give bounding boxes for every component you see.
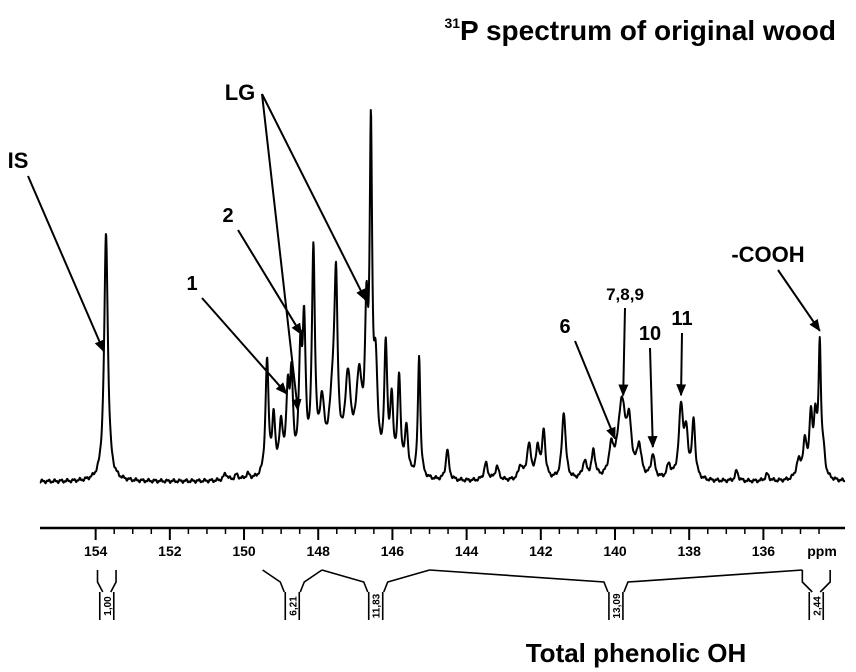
integral-value: 11,83 xyxy=(372,593,383,618)
x-axis-ticks: 154 152 150 148 146 144 142 140 138 136 xyxy=(84,528,820,559)
integral-bracket xyxy=(801,570,831,593)
peak-annotation-label: 1 xyxy=(186,273,197,295)
integral-bracket xyxy=(429,569,803,593)
footer-label: Total phenolic OH xyxy=(526,638,747,668)
x-axis-unit-label: ppm xyxy=(807,543,837,559)
x-tick-label: 138 xyxy=(678,543,702,559)
x-tick-label: 136 xyxy=(752,543,776,559)
x-axis: 154 152 150 148 146 144 142 140 138 136 ppm xyxy=(40,526,845,559)
title-text: P spectrum of original wood xyxy=(460,15,836,46)
x-tick-label: 140 xyxy=(603,543,627,559)
x-tick-label: 154 xyxy=(84,543,108,559)
spectrum-trace xyxy=(39,108,846,485)
integral-region: 6,21 xyxy=(262,569,323,620)
chart-title: 31P spectrum of original wood xyxy=(444,15,836,46)
peak-annotation-label: LG xyxy=(225,80,256,105)
x-tick-label: 150 xyxy=(232,543,256,559)
x-tick-label: 144 xyxy=(455,543,479,559)
title-isotope: 31 xyxy=(444,15,460,31)
peak-annotation-label: 11 xyxy=(671,308,692,330)
integral-value: 13,09 xyxy=(612,593,623,618)
x-tick-label: 142 xyxy=(529,543,553,559)
peak-annotation-arrow xyxy=(618,307,629,397)
peak-annotation-arrow xyxy=(647,347,658,449)
peak-annotation-label: 6 xyxy=(559,316,570,338)
integral-bracket xyxy=(96,570,117,593)
x-tick-label: 148 xyxy=(307,543,331,559)
integral-value: 1,00 xyxy=(103,596,114,616)
integral-regions: 1,00 6,21 11,83 13,09 2,44 xyxy=(96,569,831,620)
peak-annotation-label: 2 xyxy=(222,205,233,227)
integral-region: 2,44 xyxy=(801,570,831,620)
peak-annotation-arrow xyxy=(27,175,105,353)
integral-region: 13,09 xyxy=(429,569,803,620)
peak-annotation-arrow xyxy=(261,93,367,302)
integral-bracket xyxy=(321,569,430,593)
peak-annotation-arrow xyxy=(574,340,616,440)
annotation-layer: IS LG 2 1 6 7,8,9 10 11 -COOH xyxy=(8,80,821,449)
peak-annotation-label: 10 xyxy=(639,323,661,345)
integral-value: 2,44 xyxy=(812,596,823,616)
integral-region: 1,00 xyxy=(96,570,117,620)
peak-annotation-arrow xyxy=(777,269,821,332)
peak-annotation-label: -COOH xyxy=(731,242,804,267)
peak-annotation-label: IS xyxy=(8,148,29,173)
x-tick-label: 146 xyxy=(381,543,405,559)
peak-annotation-arrow xyxy=(676,332,687,397)
peak-annotation-label: 7,8,9 xyxy=(606,285,644,304)
peak-annotation-arrow xyxy=(237,229,303,336)
integral-value: 6,21 xyxy=(288,596,299,616)
peak-annotation-arrow xyxy=(261,93,302,412)
peak-annotation-arrow xyxy=(201,297,288,395)
integral-region: 11,83 xyxy=(321,569,430,620)
x-tick-label: 152 xyxy=(158,543,182,559)
integral-bracket xyxy=(262,569,323,593)
